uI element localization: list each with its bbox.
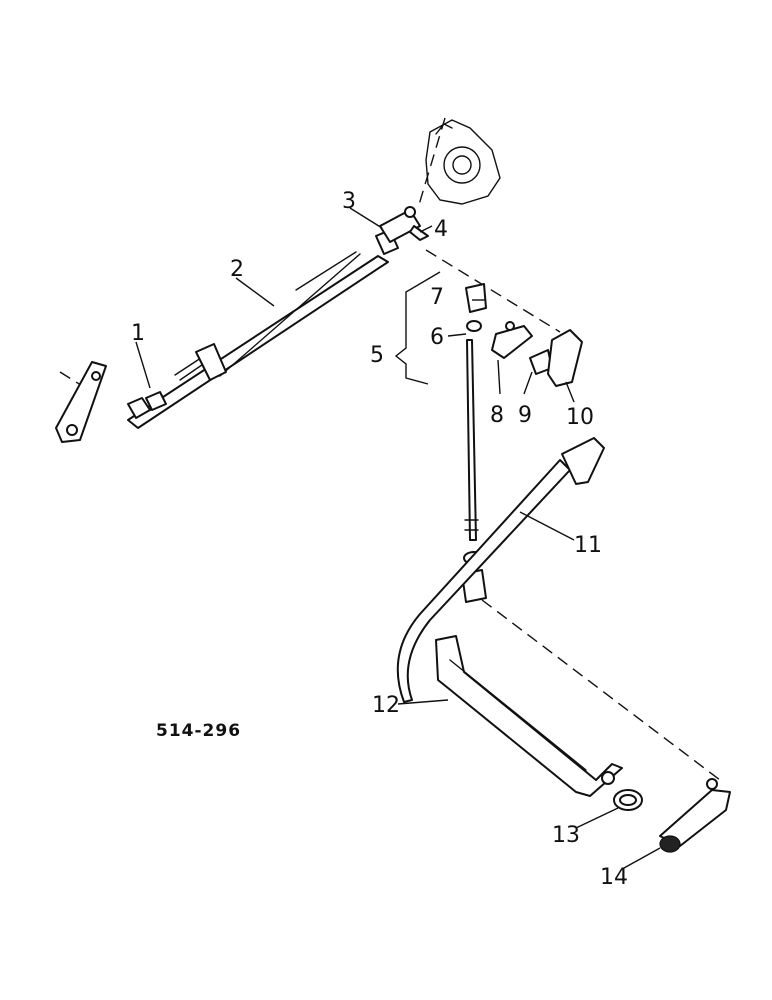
callout-11: 11	[574, 533, 602, 558]
callout-6: 6	[430, 325, 444, 350]
callout-9: 9	[518, 403, 532, 428]
rod-end-clevis	[375, 206, 429, 255]
callout-3: 3	[342, 189, 356, 214]
bottom-shaft-bracket	[435, 635, 623, 797]
callout-14: 14	[600, 865, 628, 890]
curved-lever	[396, 437, 605, 703]
rod-assembly	[127, 251, 389, 429]
leader-lines	[135, 207, 661, 869]
group-bracket	[394, 271, 441, 385]
gear-housing	[425, 119, 501, 205]
callout-12: 12	[372, 693, 400, 718]
figure-code: 514-296	[156, 721, 241, 741]
alignment-lines	[59, 117, 721, 781]
callout-10: 10	[566, 405, 594, 430]
callout-8: 8	[490, 403, 504, 428]
callout-1: 1	[131, 321, 145, 346]
torsion-spring	[613, 789, 643, 811]
callout-4: 4	[434, 217, 448, 242]
cam-plate	[659, 778, 731, 853]
lever-parts	[491, 321, 583, 387]
callout-7: 7	[430, 285, 444, 310]
callout-13: 13	[552, 823, 580, 848]
lower-left-bracket	[55, 361, 167, 443]
callout-labels: 1 2 3 4 5 6 7 8 9 10 11 12 13 14	[131, 189, 628, 890]
callout-5: 5	[370, 343, 384, 368]
callout-2: 2	[230, 257, 244, 282]
